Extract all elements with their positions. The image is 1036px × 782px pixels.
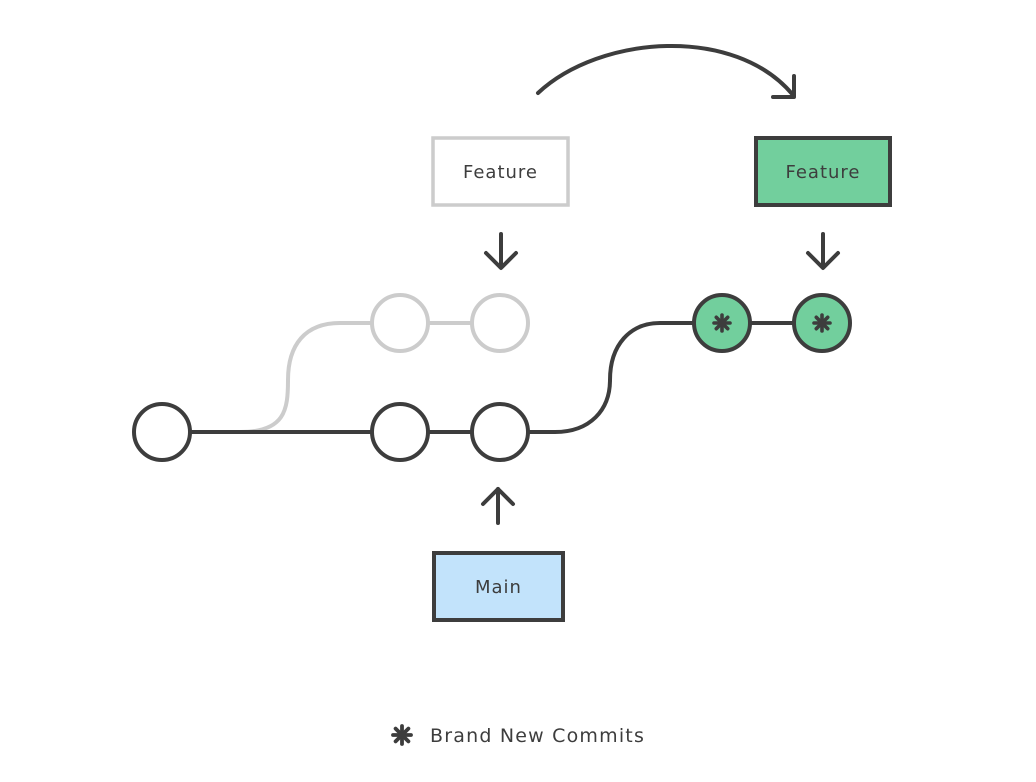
- old-branch-curve: [239, 321, 372, 434]
- main-label-text: Main: [475, 577, 522, 598]
- main-commit: [370, 402, 430, 462]
- main-commit: [470, 402, 530, 462]
- main-pointer-arrow-icon: [481, 487, 515, 525]
- new-branch-curve: [528, 321, 694, 434]
- asterisk-icon: [812, 313, 832, 333]
- new-feature-label: Feature: [754, 136, 892, 207]
- new-commit: [692, 293, 752, 353]
- new-feature-branch: [528, 293, 852, 434]
- old-feature-label: Feature: [431, 136, 570, 207]
- main-branch: [132, 402, 530, 462]
- old-feature-pointer-arrow-icon: [484, 232, 518, 270]
- main-label: Main: [432, 551, 565, 622]
- new-commit: [792, 293, 852, 353]
- old-commit: [470, 293, 530, 353]
- old-commit: [370, 293, 430, 353]
- legend: Brand New Commits: [391, 724, 645, 747]
- asterisk-icon: [712, 313, 732, 333]
- legend-text: Brand New Commits: [430, 725, 645, 747]
- old-feature-branch: [239, 293, 530, 434]
- old-feature-label-text: Feature: [463, 162, 538, 183]
- new-feature-label-text: Feature: [785, 162, 860, 183]
- new-feature-pointer-arrow-icon: [806, 232, 840, 270]
- legend-asterisk-icon: [391, 724, 413, 746]
- rebase-move-arrow-icon: [536, 44, 796, 99]
- main-commit: [132, 402, 192, 462]
